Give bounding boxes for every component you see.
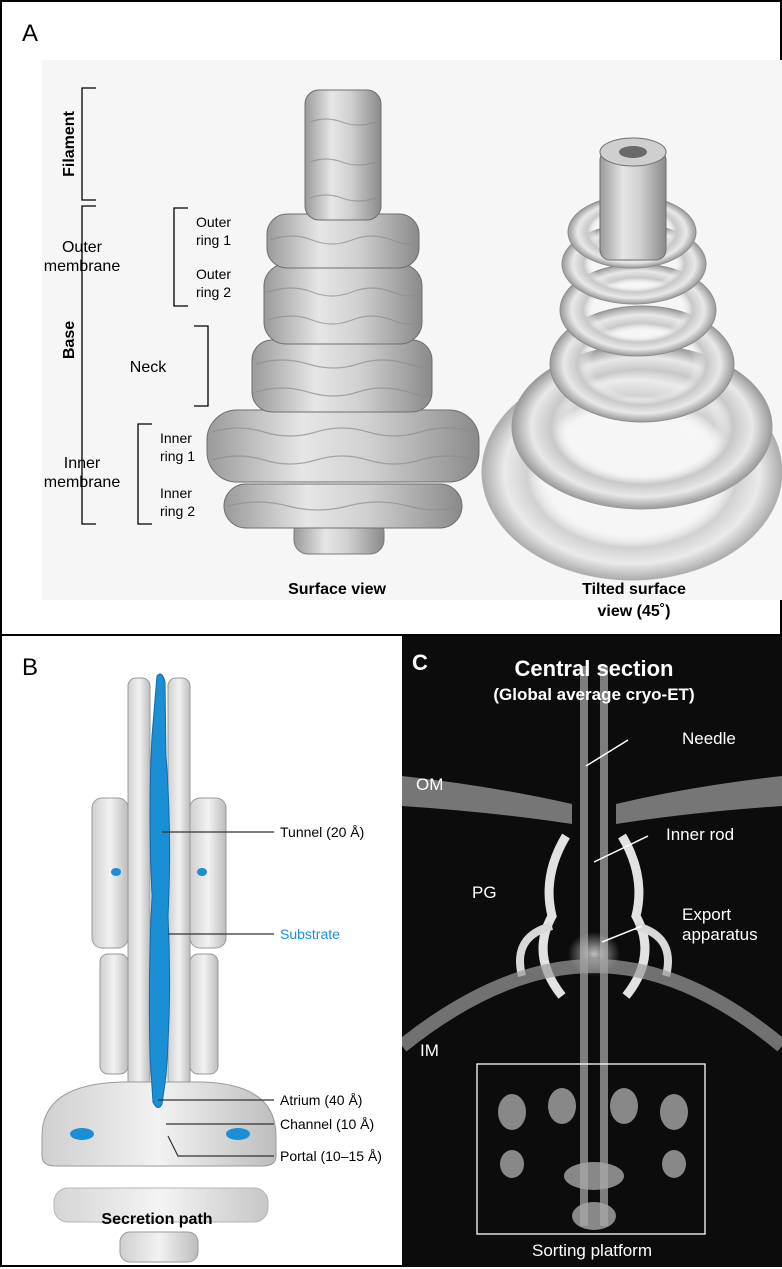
panel-b-figure: Tunnel (20 Å) Substrate Atrium (40 Å) Ch… — [2, 636, 402, 1269]
tilted-view-caption-2: view (45˚) — [598, 603, 671, 620]
outer-ring-2-label-1: Outer — [196, 266, 231, 282]
outer-ring-1-label-2: ring 1 — [196, 232, 231, 248]
inner-ring-1-label-1: Inner — [160, 430, 192, 446]
inner-rod-label: Inner rod — [666, 825, 734, 844]
outer-membrane-label-1: Outer — [62, 239, 103, 256]
tilted-view-caption-1: Tilted surface — [582, 581, 686, 598]
cutaway-model — [42, 674, 276, 1262]
panel-c: C Central section (Global average cryo-E… — [402, 634, 782, 1267]
sorting-platform-label: Sorting platform — [532, 1241, 652, 1260]
inner-membrane-label-2: membrane — [44, 474, 121, 491]
channel-callout: Channel (10 Å) — [280, 1116, 374, 1132]
export-label-1: Export — [682, 905, 731, 924]
pg-label: PG — [472, 883, 497, 902]
secretion-path-caption: Secretion path — [101, 1211, 212, 1228]
inner-membrane-label-1: Inner — [64, 455, 101, 472]
panel-c-figure: C Central section (Global average cryo-E… — [402, 636, 782, 1267]
om-label: OM — [416, 775, 443, 794]
panel-c-label: C — [412, 650, 428, 675]
export-label-2: apparatus — [682, 925, 758, 944]
inner-ring-1-label-2: ring 1 — [160, 448, 195, 464]
surface-view-caption: Surface view — [288, 581, 386, 598]
base-label: Base — [61, 321, 78, 359]
substrate-shape — [149, 674, 169, 1108]
im-label: IM — [420, 1041, 439, 1060]
panel-c-subtitle: (Global average cryo-ET) — [493, 685, 694, 704]
neck-label: Neck — [130, 359, 167, 376]
outer-ring-1-label-1: Outer — [196, 214, 231, 230]
outer-membrane-label-2: membrane — [44, 258, 121, 275]
needle-label: Needle — [682, 729, 736, 748]
panel-a: A — [0, 0, 782, 634]
portal-callout: Portal (10–15 Å) — [280, 1148, 382, 1164]
atrium-callout: Atrium (40 Å) — [280, 1092, 362, 1108]
panel-a-figure: Filament Base Outer membrane Inner membr… — [2, 2, 782, 636]
substrate-callout: Substrate — [280, 926, 340, 942]
filament-label: Filament — [61, 110, 78, 176]
outer-ring-2-label-2: ring 2 — [196, 284, 231, 300]
panel-c-title: Central section — [515, 656, 674, 681]
inner-ring-2-label-2: ring 2 — [160, 503, 195, 519]
inner-ring-2-label-1: Inner — [160, 485, 192, 501]
tunnel-callout: Tunnel (20 Å) — [280, 824, 364, 840]
panel-b: B — [0, 634, 402, 1267]
